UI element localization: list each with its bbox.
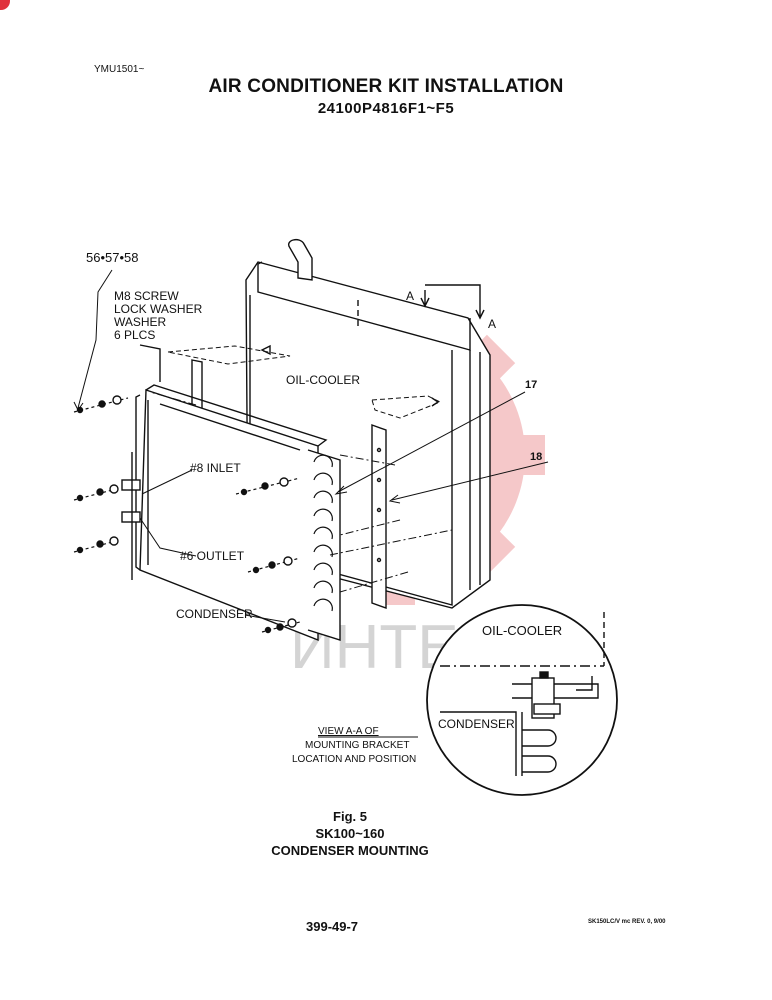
condenser-core [139,389,319,642]
oil-cooler-pipe [288,238,313,281]
fastener-label-washer: WASHER [114,315,167,329]
figure-number: Fig. 5 [333,809,367,824]
condenser-label: CONDENSER [176,607,253,621]
section-a-left-label: A [406,289,414,303]
figure-model: SK100~160 [315,826,385,841]
view-caption-line3: LOCATION AND POSITION [292,754,416,765]
revision-note: SK150LC/V mc REV. 0, 9/00 [588,919,666,925]
page-title: AIR CONDITIONER KIT INSTALLATION [208,76,564,97]
page-number: 399-49-7 [306,919,359,934]
figure-caption: Fig. 5 SK100~160 CONDENSER MOUNTING [0,808,700,859]
item-18-label: 18 [530,451,542,463]
fastener-label-lock-washer: LOCK WASHER [114,302,203,316]
detail-oil-cooler-label: OIL-COOLER [482,623,562,638]
fastener-label-quantity: 6 PLCS [114,328,155,342]
item-17-label: 17 [525,379,537,391]
oil-cooler-label: OIL-COOLER [286,373,360,387]
corner-badge [0,0,10,10]
view-caption-line1: VIEW A-A OF [318,726,379,737]
detail-view-a-a [426,604,618,796]
part-numbers-label: 56•57•58 [86,250,138,265]
outlet-label: #6 OUTLET [180,549,245,563]
document-code: YMU1501~ [94,64,145,75]
view-caption-line2: MOUNTING BRACKET [305,740,409,751]
inlet-label: #8 INLET [190,461,241,475]
figure-name: CONDENSER MOUNTING [271,843,429,858]
kit-part-number: 24100P4816F1~F5 [317,100,455,117]
fastener-label-screw: M8 SCREW [114,289,179,303]
mounting-bracket-18 [371,424,387,609]
detail-condenser-label: CONDENSER [438,717,515,731]
section-a-right-label: A [488,317,496,331]
